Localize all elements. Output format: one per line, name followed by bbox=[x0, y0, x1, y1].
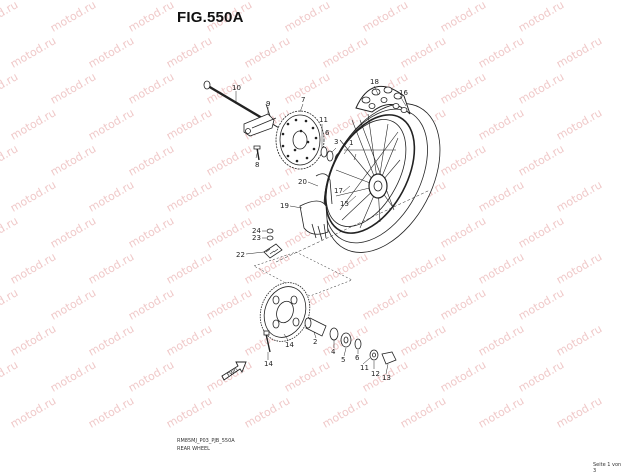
callout-14: 14 bbox=[285, 341, 294, 349]
callout-24: 24 bbox=[252, 227, 261, 235]
callout-11: 11 bbox=[319, 116, 328, 124]
page-number: Seite 1 von 3 bbox=[593, 462, 622, 474]
callout-20: 19 bbox=[280, 202, 289, 210]
washers-nut-part bbox=[329, 327, 397, 365]
callout-2: 2 bbox=[313, 338, 318, 346]
callout-8: 8 bbox=[255, 161, 260, 169]
callout-6b: 6 bbox=[355, 354, 360, 362]
sprocket-bolt-part bbox=[263, 330, 271, 353]
rim-lock-parts bbox=[263, 228, 283, 259]
callout-12: 12 bbox=[371, 370, 380, 378]
callout-11b: 11 bbox=[360, 364, 369, 372]
callout-21: 20 bbox=[298, 178, 307, 186]
bolt-part bbox=[253, 145, 261, 161]
callout-5: 5 bbox=[341, 356, 346, 364]
footer-caption: REAR WHEEL bbox=[177, 446, 210, 452]
callout-9: 9 bbox=[266, 100, 271, 108]
callout-15: 14 bbox=[264, 360, 273, 368]
callout-10: 10 bbox=[232, 84, 241, 92]
callout-7: 7 bbox=[301, 96, 306, 104]
callout-13: 13 bbox=[382, 374, 391, 382]
callout-1: 1 bbox=[349, 139, 354, 147]
callout-23: 23 bbox=[252, 234, 261, 242]
rear-spacer-part bbox=[304, 317, 327, 337]
callout-16: 15 bbox=[340, 200, 349, 208]
callout-19: 18 bbox=[370, 78, 379, 86]
callout-18: 17 bbox=[334, 187, 343, 195]
callout-6: 6 bbox=[325, 129, 330, 137]
brake-disc-part bbox=[275, 110, 325, 170]
figure-title: FIG.550A bbox=[177, 9, 244, 26]
sprocket-part bbox=[259, 282, 311, 342]
callout-22: 22 bbox=[236, 251, 245, 259]
fwd-arrow-icon bbox=[221, 361, 247, 381]
callout-3: 3 bbox=[334, 138, 339, 146]
callout-4: 4 bbox=[331, 348, 336, 356]
tire-part bbox=[355, 86, 411, 115]
rear-wheel-part bbox=[323, 103, 441, 253]
footer-code: RM85MJ_P03_PJB_550A bbox=[177, 438, 235, 444]
tube-part bbox=[299, 173, 333, 241]
callout-17: 16 bbox=[399, 89, 408, 97]
